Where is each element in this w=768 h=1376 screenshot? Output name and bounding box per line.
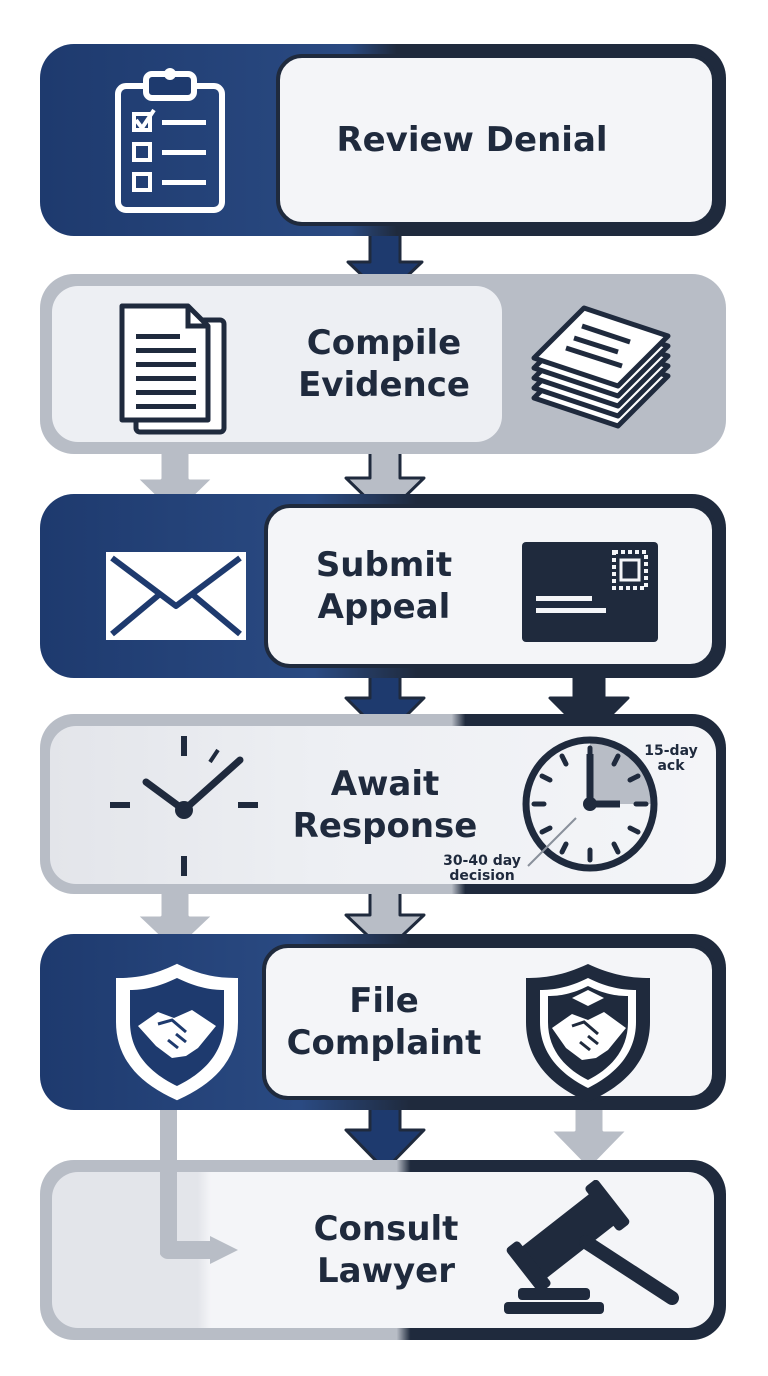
note-30-40-day-decision: 30-40 day decision [443,853,521,884]
step-review-denial-panel [276,54,716,226]
stacked-papers-icon [526,302,676,434]
elbow-arrow-icon [160,1110,244,1270]
step-file-complaint-label: File Complaint [286,981,482,1063]
step-review-denial-label: Review Denial [336,120,608,160]
handshake-shield-icon [112,960,242,1102]
envelope-icon [104,550,248,642]
note-15-day-ack: 15-day ack [644,743,698,774]
timer-icon [518,736,662,872]
clipboard-checklist-icon [112,68,232,216]
gavel-icon [496,1180,686,1320]
clock-icon [100,730,270,880]
step-consult-lawyer-label: Consult Lawyer [313,1209,459,1291]
shield-handshake-icon [518,958,658,1108]
step-await-response-label: Await Response [292,764,478,846]
step-compile-evidence-label: Compile Evidence [298,323,470,405]
step-submit-appeal-label: Submit Appeal [315,545,453,627]
postcard-icon [520,540,660,644]
document-icon [112,300,232,438]
